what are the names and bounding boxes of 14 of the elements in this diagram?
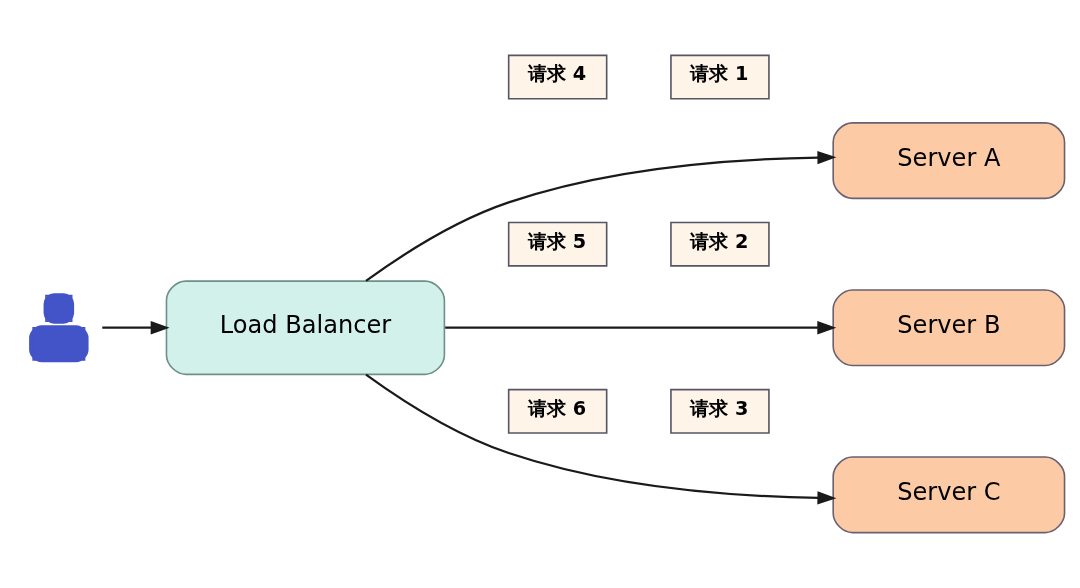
node-box: 请求 4 — [507, 54, 608, 100]
node-box: 请求 3 — [670, 388, 770, 434]
node-box: 请求 6 — [507, 388, 608, 434]
node-box: 请求 2 — [670, 221, 770, 267]
arrow — [445, 321, 837, 335]
node-box: 请求 5 — [507, 221, 608, 267]
node-box: Load Balancer — [165, 280, 446, 376]
arrow — [365, 150, 837, 282]
arrow — [365, 373, 837, 505]
node-box: Server C — [832, 456, 1066, 534]
node-box: Server B — [832, 289, 1066, 367]
arrow — [102, 321, 170, 335]
node-box: Server A — [832, 122, 1066, 200]
node-box: 请求 1 — [670, 54, 770, 100]
